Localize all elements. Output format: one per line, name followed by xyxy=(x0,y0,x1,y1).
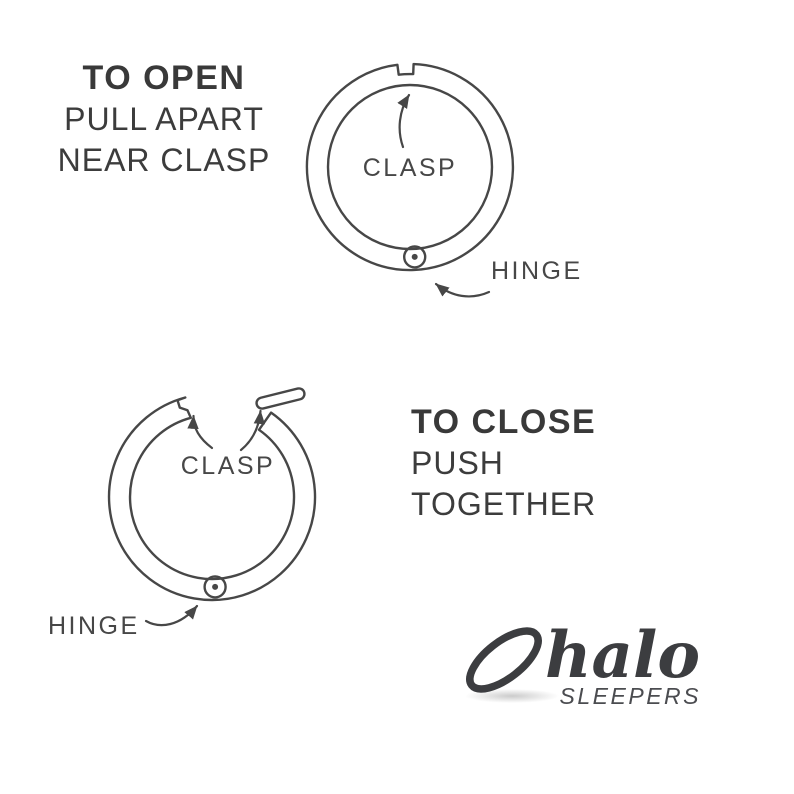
logo-shadow xyxy=(465,689,559,703)
open-hoop-diagram: CLASP HINGE xyxy=(48,387,317,640)
closed-hoop-outer-ring-with-clasp-notch xyxy=(305,62,515,272)
logo-brand-text: halo xyxy=(545,618,700,693)
to-open-line-1: PULL APART xyxy=(64,101,264,137)
to-close-line-2: TOGETHER xyxy=(411,486,597,522)
logo-ring-icon xyxy=(466,627,542,693)
open-clasp-label: CLASP xyxy=(181,452,275,480)
to-open-title: TO OPEN xyxy=(82,59,246,97)
open-hinge-arrow xyxy=(144,604,199,627)
open-clasp-arrow-right xyxy=(239,409,266,452)
open-hinge-label: HINGE xyxy=(48,612,140,640)
closed-hinge-arrow xyxy=(434,282,491,298)
open-clasp-wire-tab xyxy=(255,387,306,410)
brand-logo: halo SLEEPERS xyxy=(465,618,701,709)
to-close-line-1: PUSH xyxy=(411,445,504,481)
to-close-title: TO CLOSE xyxy=(411,403,597,441)
closed-clasp-arrow xyxy=(397,93,411,149)
open-hoop-hinge-pin-dot xyxy=(212,583,219,590)
closed-hoop-hinge-pin-dot xyxy=(411,253,418,260)
open-clasp-arrow-left xyxy=(187,414,214,450)
open-hoop-hinge-barrel xyxy=(203,575,227,599)
to-close-instructions: TO CLOSE PUSH TOGETHER xyxy=(411,402,596,525)
closed-hoop-hinge-barrel xyxy=(403,245,427,269)
to-open-line-2: NEAR CLASP xyxy=(57,142,271,178)
closed-hoop-inner-ring xyxy=(326,83,494,251)
to-open-instructions: TO OPEN PULL APART NEAR CLASP xyxy=(34,58,294,181)
closed-hoop-diagram: CLASP HINGE xyxy=(305,62,583,298)
logo-tagline-text: SLEEPERS xyxy=(560,683,701,709)
closed-hinge-label: HINGE xyxy=(491,257,583,285)
open-hoop-body xyxy=(107,396,317,602)
closed-clasp-label: CLASP xyxy=(363,154,457,182)
